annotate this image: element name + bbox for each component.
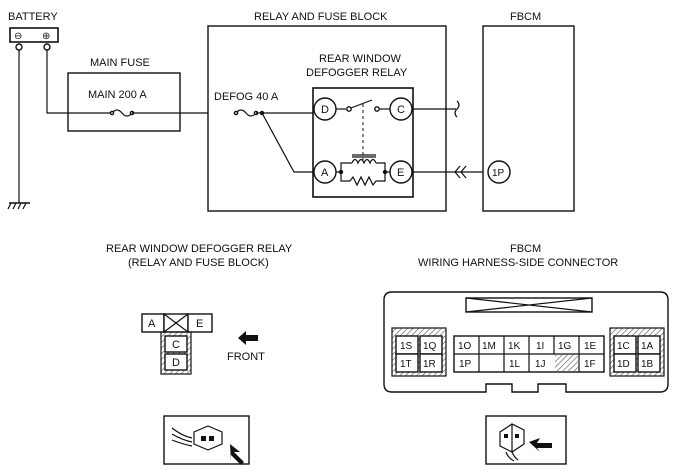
fbcm-pin-1d-label: 1D	[617, 359, 630, 370]
relay-connector-title-line1: REAR WINDOW DEFOGGER RELAY	[106, 243, 293, 255]
main-fuse: MAIN FUSE MAIN 200 A	[67, 57, 236, 132]
fbcm-connector-title-line1: FBCM	[510, 243, 541, 255]
relay-switch-icon	[336, 99, 390, 160]
relay-connector-view: REAR WINDOW DEFOGGER RELAY (RELAY AND FU…	[106, 243, 293, 465]
fbcm-pin-1i: 1I	[536, 341, 544, 352]
front-label: FRONT	[227, 351, 265, 363]
fbcm-connector-view: FBCM WIRING HARNESS-SIDE CONNECTOR 1S 1Q…	[383, 243, 669, 465]
ground-icon	[7, 202, 30, 210]
fbcm-pin-1k: 1K	[508, 341, 521, 352]
fbcm-pin-1b-label: 1B	[641, 359, 654, 370]
relay-pin-c-label: C	[172, 339, 180, 351]
defog-fuse-label: DEFOG 40 A	[214, 91, 279, 103]
relay-terminal-e-label: E	[397, 167, 404, 179]
fbcm-pin-1r-label: 1R	[423, 359, 436, 370]
fbcm-pin-1a-label: 1A	[641, 341, 654, 352]
fbcm-terminal-1p-label: 1P	[492, 168, 505, 179]
relay-block-title: RELAY AND FUSE BLOCK	[254, 11, 388, 23]
relay-and-fuse-block: RELAY AND FUSE BLOCK DEFOG 40 A REAR WIN…	[207, 11, 488, 212]
relay-title-line2: DEFOGGER RELAY	[306, 67, 408, 79]
relay-coil-feed-wire	[261, 112, 313, 173]
relay-pin-e	[187, 313, 213, 333]
fbcm-pin-1q-label: 1Q	[423, 341, 437, 352]
fbcm-pin-1o: 1O	[458, 341, 472, 352]
relay-terminal-d-label: D	[321, 104, 329, 116]
main-fuse-icon	[111, 109, 133, 117]
fbcm-pin-1r	[419, 353, 443, 373]
relay-box	[312, 87, 414, 198]
battery-positive-terminal	[43, 43, 51, 51]
fbcm-pin-1m: 1M	[482, 341, 496, 352]
relay-connector-title-line2: (RELAY AND FUSE BLOCK)	[128, 257, 269, 269]
relay-pin-d	[164, 353, 188, 371]
main-fuse-title: MAIN FUSE	[90, 57, 150, 69]
relay-plug-icon	[163, 415, 250, 465]
connector-icon	[454, 165, 467, 179]
relay-terminal-a-label: A	[321, 167, 329, 179]
relay-coil-icon	[336, 154, 390, 187]
fbcm-connector-title-line2: WIRING HARNESS-SIDE CONNECTOR	[418, 257, 618, 269]
fbcm-terminal-1p	[487, 160, 511, 184]
wire-break-icon	[454, 100, 460, 118]
fbcm-pin-1e: 1E	[584, 341, 597, 352]
battery: BATTERY ⊖ ⊕	[7, 11, 59, 210]
fbcm-title: FBCM	[510, 11, 541, 23]
relay-terminal-c-label: C	[397, 104, 405, 116]
fbcm-pin-1f: 1F	[584, 359, 596, 370]
fbcm-pin-1s-label: 1S	[400, 341, 413, 352]
fbcm-pin-1t	[395, 353, 419, 373]
main-fuse-label: MAIN 200 A	[88, 89, 147, 101]
battery-body	[9, 27, 59, 43]
fbcm-plug-icon	[485, 415, 567, 465]
relay-pin-a-label: A	[148, 318, 156, 330]
relay-title-line1: REAR WINDOW	[319, 53, 402, 65]
fbcm-pin-1c-label: 1C	[617, 341, 630, 352]
defog-fuse-icon	[235, 109, 257, 117]
relay-pin-c	[164, 335, 188, 353]
front-arrow-icon	[238, 331, 258, 345]
fbcm-pin-1t-label: 1T	[400, 359, 412, 370]
battery-label: BATTERY	[8, 11, 58, 23]
battery-negative-icon: ⊖	[14, 31, 22, 42]
fbcm-pin-1p: 1P	[459, 359, 472, 370]
fbcm-pin-1l: 1L	[509, 359, 521, 370]
battery-negative-terminal	[15, 43, 23, 51]
relay-pin-d-label: D	[172, 357, 180, 369]
main-fuse-box	[67, 72, 181, 132]
fbcm-pin-1b	[637, 353, 661, 373]
fbcm-pin-1j: 1J	[535, 359, 546, 370]
relay-pin-e-label: E	[196, 318, 203, 330]
fbcm-pin-1d	[613, 353, 637, 373]
fbcm-pin-1g: 1G	[558, 341, 572, 352]
fbcm: FBCM 1P	[482, 11, 575, 212]
battery-positive-icon: ⊕	[42, 31, 50, 42]
